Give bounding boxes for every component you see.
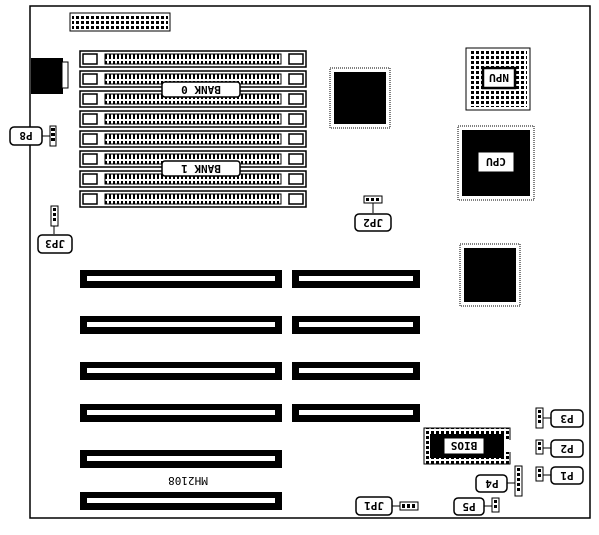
isa-slot bbox=[80, 492, 282, 510]
isa-slot-short bbox=[292, 270, 420, 288]
simm-socket bbox=[79, 170, 307, 188]
npu-socket: NPU bbox=[465, 47, 531, 111]
top-header-connector bbox=[69, 12, 171, 32]
jp2-label: JP2 bbox=[363, 216, 383, 229]
simm-socket bbox=[79, 110, 307, 128]
p4-label: P4 bbox=[485, 477, 499, 490]
p4-connector: P4 bbox=[475, 465, 523, 497]
bank-0-label-box: BANK 0 bbox=[161, 81, 241, 98]
cpu-chip: CPU bbox=[457, 125, 535, 201]
chipset-chip-top bbox=[329, 67, 391, 129]
p2-connector: P2 bbox=[535, 439, 584, 458]
board-model-label: MH2108 bbox=[168, 474, 208, 487]
bios-label: BIOS bbox=[451, 439, 478, 452]
isa-slot bbox=[80, 404, 282, 422]
isa-slot bbox=[80, 316, 282, 334]
simm-socket bbox=[79, 150, 307, 168]
cpu-label: CPU bbox=[486, 155, 506, 168]
p5-label: P5 bbox=[462, 500, 475, 513]
p3-connector: P3 bbox=[535, 407, 584, 429]
simm-sockets bbox=[79, 50, 307, 208]
simm-socket bbox=[79, 50, 307, 68]
bank-1-label-box: BANK 1 bbox=[161, 160, 241, 177]
p8-label: P8 bbox=[19, 129, 32, 142]
chipset-chip-bottom bbox=[459, 243, 521, 307]
bios-chip: BIOS bbox=[423, 427, 511, 465]
p3-label: P3 bbox=[560, 412, 573, 425]
expansion-slots bbox=[80, 270, 420, 510]
p8-connector: P8 bbox=[9, 125, 57, 147]
jp1-jumper: JP1 bbox=[355, 496, 419, 516]
isa-slot-short bbox=[292, 362, 420, 380]
p5-connector: P5 bbox=[453, 497, 500, 516]
simm-socket bbox=[79, 90, 307, 108]
isa-slot bbox=[80, 362, 282, 380]
isa-slot bbox=[80, 450, 282, 468]
p1-connector: P1 bbox=[535, 466, 584, 485]
simm-socket bbox=[79, 130, 307, 148]
jp3-jumper: JP3 bbox=[37, 205, 73, 254]
bank-0-label: BANK 0 bbox=[181, 83, 221, 96]
npu-label: NPU bbox=[489, 71, 509, 84]
isa-slot-short bbox=[292, 316, 420, 334]
jp1-label: JP1 bbox=[364, 499, 384, 512]
isa-slot-short bbox=[292, 404, 420, 422]
p2-label: P2 bbox=[560, 442, 573, 455]
jp2-jumper: JP2 bbox=[354, 195, 392, 232]
bank-1-label: BANK 1 bbox=[181, 162, 221, 175]
simm-socket bbox=[79, 190, 307, 208]
jp3-label: JP3 bbox=[45, 237, 65, 250]
p1-label: P1 bbox=[560, 469, 574, 482]
keyboard-connector bbox=[31, 58, 69, 94]
isa-slot bbox=[80, 270, 282, 288]
